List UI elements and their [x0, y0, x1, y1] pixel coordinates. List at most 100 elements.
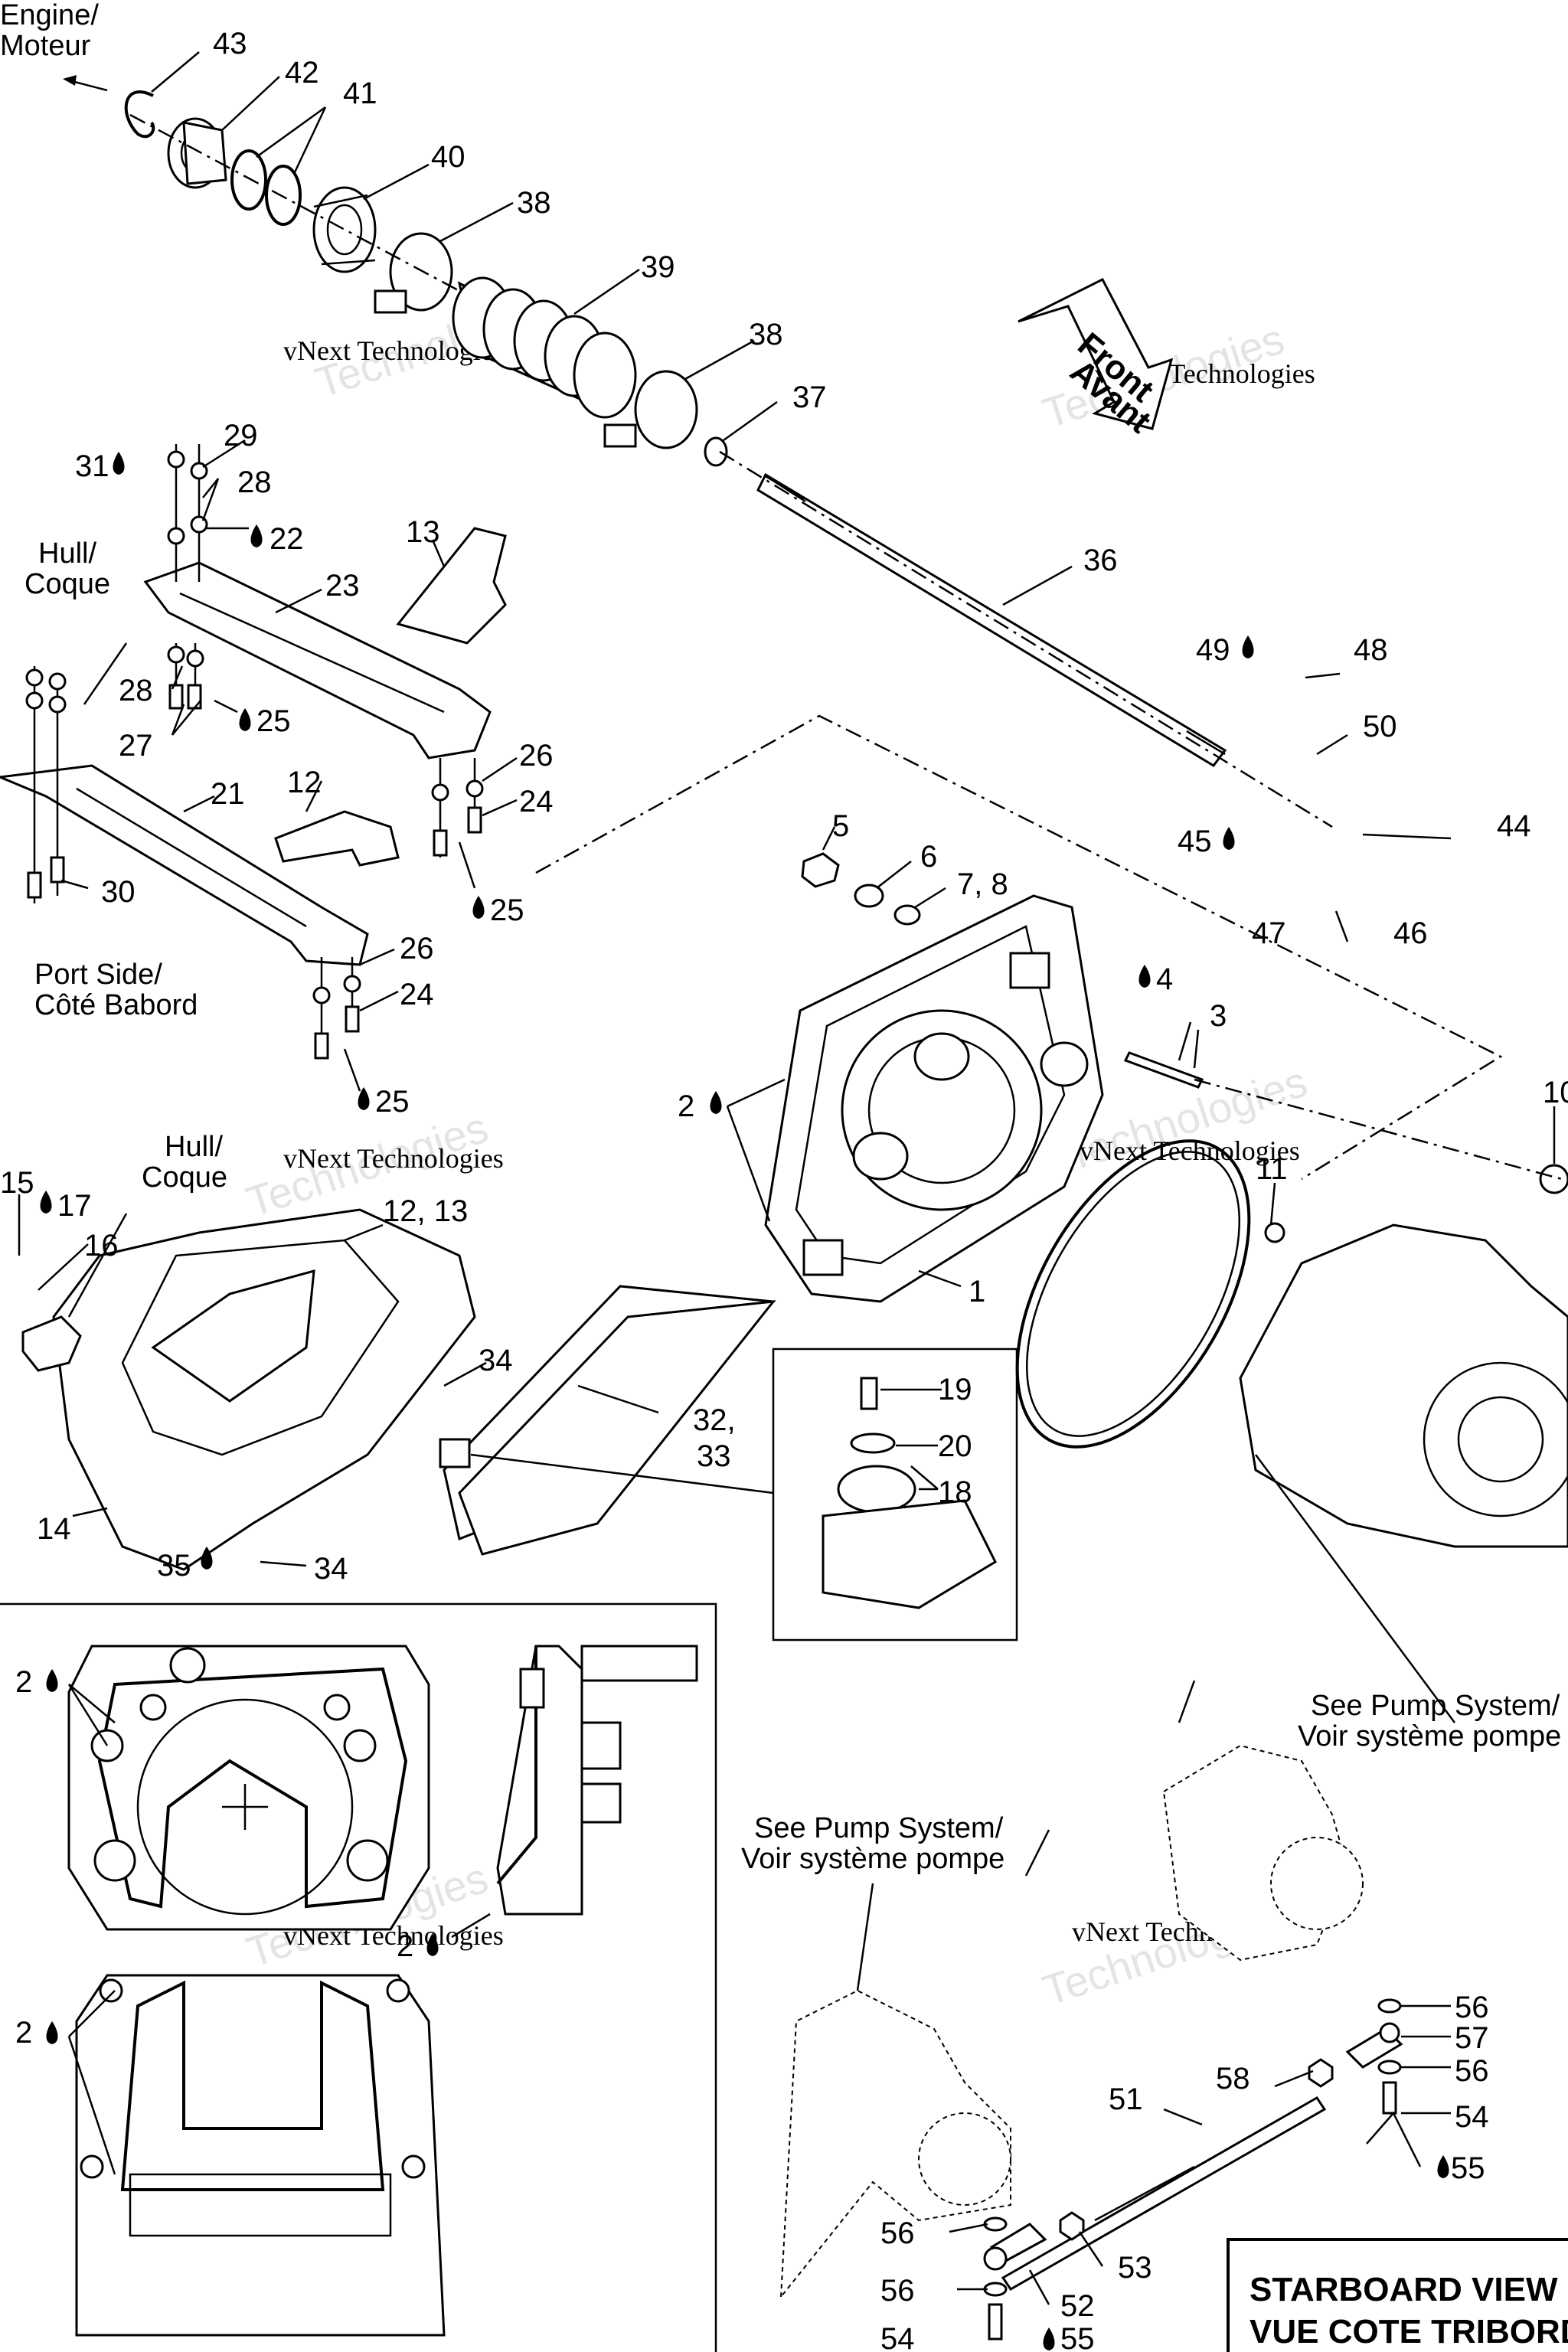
callout: 11 [1256, 1152, 1288, 1186]
callout: 32, [693, 1403, 736, 1437]
callout: 56 [880, 2216, 915, 2250]
support-23 [143, 561, 492, 760]
callout: 48 [1354, 633, 1388, 667]
pump-housing [1239, 1223, 1568, 1548]
callout: 24 [519, 785, 554, 818]
callout: 53 [1118, 2251, 1152, 2285]
watermark-small: vNext Technologies [283, 1143, 504, 1174]
notes: Engine/ Moteur Hull/ Coque Port Side/ Cô… [0, 0, 1561, 1875]
detail-box [772, 1348, 1018, 1642]
callout-numbers: 43 42 41 40 38 39 38 37 36 31 29 28 22 1… [0, 27, 1568, 2352]
callout: 31 [75, 449, 109, 483]
clamp-screw [374, 289, 407, 314]
intake-assembly [21, 1208, 1018, 1642]
washer-37 [704, 436, 728, 467]
callout: 28 [237, 466, 272, 499]
callout: 54 [880, 2322, 915, 2352]
oring-41a [230, 149, 267, 211]
support-parts [0, 444, 507, 1060]
see-pump-label: See Pump System/ [1311, 1690, 1560, 1722]
washer-7-8 [893, 904, 921, 926]
callout: 6 [920, 840, 937, 874]
cote-babord-label: Côté Babord [34, 989, 198, 1021]
callout: 2 [397, 1929, 413, 1963]
callout: 2 [15, 2016, 32, 2050]
callout: 16 [84, 1229, 119, 1263]
washer-6 [854, 884, 884, 908]
callout: 2 [15, 1665, 32, 1699]
pad-13 [396, 527, 507, 645]
oring-41b [265, 165, 302, 226]
insert [439, 1438, 471, 1468]
pad-12 [274, 810, 400, 867]
callout: 26 [519, 739, 554, 773]
callout: 46 [1393, 916, 1428, 950]
callout: 27 [119, 729, 153, 763]
callout: 36 [1083, 544, 1118, 577]
voir-pompe-label: Voir système pompe [1298, 1720, 1561, 1753]
callout: 35 [157, 1549, 191, 1583]
callout: 40 [431, 140, 466, 174]
callout: 58 [1216, 2062, 1250, 2096]
voir-pompe-label: Voir système pompe [741, 1843, 1004, 1875]
part-16 [21, 1315, 82, 1372]
callout: 38 [749, 318, 783, 351]
callout: 23 [325, 569, 360, 603]
callout: 1 [969, 1275, 985, 1308]
callout: 4 [1156, 962, 1173, 996]
intake-grate [52, 1208, 476, 1571]
callout: 38 [517, 186, 551, 220]
clip-11 [1264, 1222, 1285, 1243]
callout: 25 [256, 704, 291, 738]
steering-assembly [779, 1744, 1403, 2341]
see-pump-label: See Pump System/ [754, 1812, 1004, 1844]
inset-bottom-view [75, 1974, 446, 2337]
part-10 [1539, 1164, 1568, 1194]
sealant-drop-icons [40, 452, 1449, 2350]
callout: 22 [270, 522, 304, 556]
callout: 21 [211, 777, 245, 811]
callout: 13 [406, 515, 440, 549]
leader-lines [18, 51, 1556, 2305]
callout: 34 [314, 1552, 348, 1586]
clamp-38b [634, 370, 698, 449]
callout: 5 [832, 809, 849, 843]
callout: 18 [938, 1475, 972, 1509]
stud-3 [1123, 1051, 1204, 1089]
seal-ring [1015, 1139, 1251, 1449]
callout: 24 [400, 978, 434, 1011]
jet-housing-area [535, 714, 1568, 1548]
callout: 39 [641, 250, 675, 284]
callout: 56 [1455, 2054, 1489, 2088]
callout: 55 [1060, 2322, 1095, 2352]
callout: 37 [792, 381, 827, 414]
nut-5 [801, 852, 840, 888]
callout: 19 [938, 1373, 972, 1406]
callout: 29 [224, 419, 258, 452]
callout: 41 [343, 77, 377, 110]
callout: 44 [1497, 809, 1531, 843]
callout: 55 [1451, 2151, 1485, 2185]
callout: 14 [37, 1512, 71, 1546]
sealant-inset [0, 1602, 717, 2352]
callout: 2 [678, 1089, 694, 1123]
callout: 52 [1060, 2289, 1095, 2323]
callout: 20 [938, 1429, 972, 1463]
callout: 43 [213, 27, 247, 60]
callout: 56 [880, 2274, 915, 2308]
callout: 10 [1543, 1076, 1568, 1109]
callout: 25 [490, 893, 524, 927]
hull-label: Hull/ [165, 1131, 223, 1163]
callout: 15 [0, 1166, 34, 1200]
driveshaft-36 [756, 472, 1227, 767]
callout: 12 [287, 766, 322, 799]
starboard-view-title: STARBOARD VIEW [1250, 2271, 1558, 2308]
callout: 49 [1196, 633, 1230, 667]
starboard-view-box [1227, 2238, 1568, 2352]
callout: 47 [1252, 916, 1286, 950]
tie-rod-51 [1001, 2096, 1327, 2291]
carrier-40 [312, 186, 377, 273]
callout: 45 [1178, 825, 1212, 858]
callout: 56 [1455, 1991, 1489, 2024]
